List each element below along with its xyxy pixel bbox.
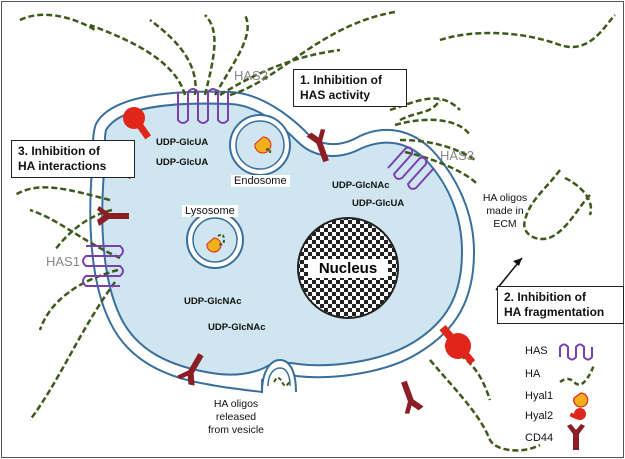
legend-hyal2-label: Hyal2 <box>525 410 554 422</box>
has1-enzyme <box>82 245 124 287</box>
endosome <box>229 114 291 176</box>
has1-label: HAS1 <box>46 254 80 269</box>
sugar-label: UDP-GlcUA <box>352 198 405 209</box>
sugar-label: UDP-GlcNAc <box>184 296 242 307</box>
lysosome <box>186 211 244 269</box>
lysosome-label: Lysosome <box>182 205 238 217</box>
ha-chains <box>14 10 616 452</box>
nucleus-label: Nucleus <box>308 259 388 278</box>
arrow-to-ecm <box>495 257 523 291</box>
sugar-label: UDP-GlcNAc <box>208 322 266 333</box>
legend-has-label: HAS <box>525 345 548 357</box>
ha-oligos-vesicle-label: HA oligos released from vesicle <box>207 398 264 436</box>
endosome-label: Endosome <box>231 175 290 187</box>
sugar-label: UDP-GlcUA <box>156 137 209 148</box>
legend-cd44-label: CD44 <box>525 432 554 444</box>
has3-enzyme <box>387 146 435 190</box>
hyal2-enzymes <box>123 107 476 365</box>
legend-graphics <box>559 343 596 450</box>
legend-ha-label: HA <box>525 368 541 380</box>
has2-enzyme <box>177 88 229 124</box>
callout-inhibition-ha-fragmentation: 2. Inhibition of HA fragmentation <box>497 286 624 324</box>
sugar-label: UDP-GlcNAc <box>332 180 390 191</box>
callout-inhibition-has-activity: 1. Inhibition of HAS activity <box>293 69 407 107</box>
legend-hyal1-label: Hyal1 <box>525 390 554 402</box>
sugar-label: UDP-GlcUA <box>156 157 209 168</box>
has3-label: HAS3 <box>440 148 474 163</box>
vesicle-release <box>261 358 297 393</box>
ha-oligos-ecm-label: HA oligos made in ECM <box>482 192 528 230</box>
has2-label: HAS2 <box>234 68 268 83</box>
callout-inhibition-ha-interactions: 3. Inhibition of HA interactions <box>11 140 135 178</box>
